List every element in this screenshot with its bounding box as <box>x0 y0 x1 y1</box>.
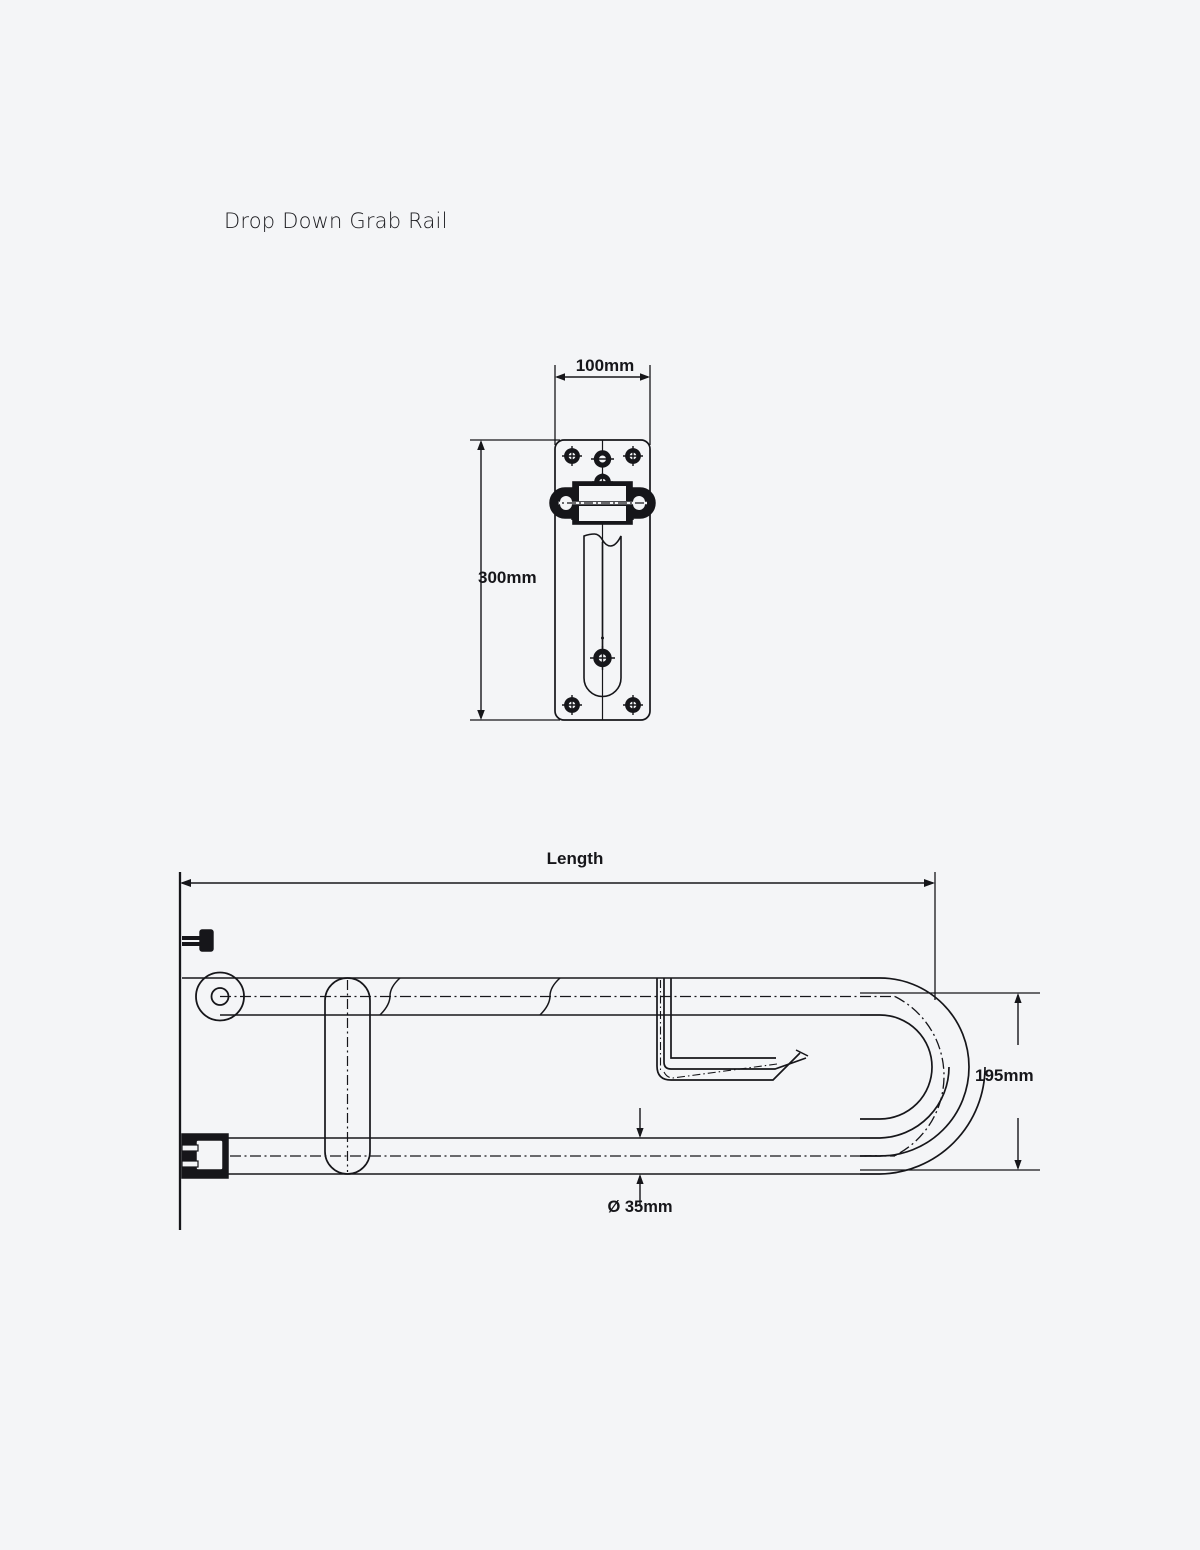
connecting-strut <box>324 977 371 1175</box>
page-title: Drop Down Grab Rail <box>224 209 448 233</box>
rail-length-extension-lines <box>179 872 936 1180</box>
lower-bracket-block <box>181 1133 229 1179</box>
plate-height-label-wrap: 300mm <box>478 568 537 587</box>
rail-height-label-wrap: 195mm <box>975 1066 1034 1085</box>
plate-height-label: 300mm <box>478 568 537 587</box>
plate-width-label: 100mm <box>576 356 635 375</box>
plate-width-label-wrap: 100mm <box>576 356 635 375</box>
toilet-roll-holder <box>656 978 809 1081</box>
plate-height-extension-lines <box>470 439 560 721</box>
u-bend <box>860 977 970 1157</box>
tube-diameter-label-wrap: Ø 35mm <box>607 1198 672 1216</box>
rail-length-label: Length <box>547 849 604 868</box>
rail-height-dimension-line <box>1014 993 1022 1170</box>
side-assembly-view <box>178 872 1040 1230</box>
rail-height-label: 195mm <box>975 1066 1034 1085</box>
plate-width-dimension-line <box>555 373 650 381</box>
rail-length-label-wrap: Length <box>547 849 604 868</box>
tube-fixing-bolt <box>590 646 615 670</box>
u-bend-centre-line <box>859 995 945 1157</box>
rail-height-extension-lines <box>860 992 1040 1171</box>
tube-diameter-label: Ø 35mm <box>607 1198 672 1216</box>
plate-height-dimension-line <box>477 440 485 720</box>
front-plate-view <box>470 365 656 721</box>
u-bend-lower <box>860 1066 986 1175</box>
folded-rail-tube <box>583 533 622 698</box>
rail-length-dimension-line <box>180 879 935 887</box>
upper-rail-break-lines <box>379 977 561 1016</box>
hinge-barrel-assembly <box>549 481 656 525</box>
tube-diameter-dimension <box>636 1108 644 1206</box>
plate-width-extension-lines <box>554 365 651 445</box>
lower-rail-tube <box>190 1137 860 1175</box>
top-wall-bolt <box>182 929 214 952</box>
